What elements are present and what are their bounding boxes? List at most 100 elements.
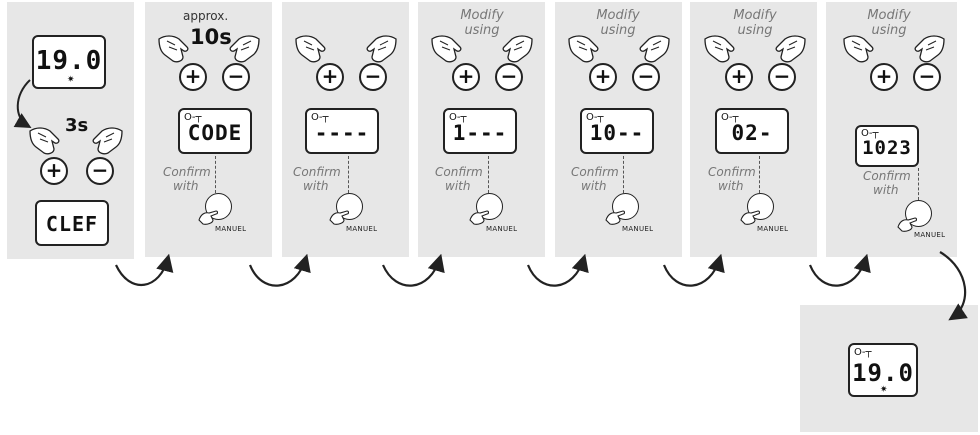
minus-button[interactable]: − [86,157,114,185]
hold-time-label: 10s [190,25,232,49]
approx-label: approx. [183,9,229,23]
key-icon: O‑┬ [854,347,872,358]
minus-button[interactable]: − [632,63,660,91]
plus-button[interactable]: + [870,63,898,91]
dashed-connector [215,156,216,193]
modify-caption-line2: using [464,23,500,38]
lcd-value: 1023 [862,137,912,159]
lcd-display-step6: O‑┬ 02- [715,108,789,154]
lcd-display-step2: O‑┬ CODE [178,108,252,154]
lcd-value: 1--- [452,121,508,145]
modify-caption: Modify using [447,8,517,38]
plus-button[interactable]: + [725,63,753,91]
plus-button[interactable]: + [179,63,207,91]
confirm-label-line1: Confirm [571,165,619,179]
manuel-label: MANUEL [486,225,518,233]
confirm-label: Confirm with [708,165,756,193]
pointing-hand-icon [843,35,874,63]
lcd-display-step3: O‑┬ ---- [305,108,379,154]
pointing-hand-icon [198,210,219,225]
pointing-hand-icon [914,35,945,63]
lcd-value: 19.0 [35,46,103,76]
star-icon: ✷ [67,75,75,85]
pointing-hand-icon [29,127,60,155]
confirm-label-line1: Confirm [163,165,211,179]
plus-button[interactable]: + [589,63,617,91]
dashed-connector [918,168,919,200]
lcd-value: CLEF [45,212,99,236]
pointing-hand-icon [431,35,462,63]
curved-arrow-icon [662,253,725,287]
confirm-label: Confirm with [293,165,341,193]
modify-caption-line1: Modify [733,8,777,23]
lcd-value: 19.0 [852,359,914,387]
lcd-value: 02- [731,121,773,145]
plus-button[interactable]: + [316,63,344,91]
confirm-label-line2: with [445,179,471,193]
minus-button[interactable]: − [222,63,250,91]
confirm-label-line2: with [718,179,744,193]
pointing-hand-icon [469,210,490,225]
hold-time-label: 3s [65,115,89,136]
confirm-label: Confirm with [163,165,211,193]
dashed-connector [348,156,349,193]
pointing-hand-icon [502,35,533,63]
minus-button[interactable]: − [495,63,523,91]
pointing-hand-icon [295,35,326,63]
modify-caption-line1: Modify [460,8,504,23]
confirm-label: Confirm with [571,165,619,193]
lcd-display-step1-result: CLEF [35,200,109,246]
modify-caption-line2: using [600,23,636,38]
curved-arrow-icon [808,253,871,287]
pointing-hand-icon [329,210,350,225]
pointing-hand-icon [775,35,806,63]
manuel-label: MANUEL [914,231,946,239]
modify-caption: Modify using [854,8,924,38]
plus-button[interactable]: + [452,63,480,91]
key-icon: O‑┬ [184,112,202,123]
key-icon: O‑┬ [721,112,739,123]
modify-caption: Modify using [720,8,790,38]
confirm-label-line1: Confirm [435,165,483,179]
pointing-hand-icon [568,35,599,63]
lcd-display-final: O‑┬ 19.0 ✷ [848,343,918,397]
dashed-connector [623,156,624,193]
minus-button[interactable]: − [359,63,387,91]
minus-button[interactable]: − [768,63,796,91]
modify-caption-line2: using [737,23,773,38]
star-icon: ✷ [880,385,888,395]
minus-button[interactable]: − [913,63,941,91]
confirm-label: Confirm with [435,165,483,193]
lcd-display-step1: 19.0 ✷ [32,35,106,89]
modify-caption-line2: using [871,23,907,38]
pointing-hand-icon [704,35,735,63]
pointing-hand-icon [639,35,670,63]
confirm-label-line1: Confirm [293,165,341,179]
modify-caption: Modify using [583,8,653,38]
manuel-label: MANUEL [622,225,654,233]
arrow-display-to-buttons [13,79,32,128]
dashed-connector [759,156,760,193]
modify-caption-line1: Modify [867,8,911,23]
key-icon: O‑┬ [586,112,604,123]
confirm-label: Confirm with [863,169,911,197]
confirm-label-line2: with [873,183,899,197]
pointing-hand-icon [366,35,397,63]
dashed-connector [488,156,489,193]
curved-arrow-icon [939,251,968,321]
key-icon: O‑┬ [311,112,329,123]
lcd-display-step5: O‑┬ 10-- [580,108,654,154]
lcd-display-step4: O‑┬ 1--- [443,108,517,154]
confirm-label-line2: with [303,179,329,193]
confirm-label-line1: Confirm [863,169,911,183]
confirm-label-line2: with [173,179,199,193]
pointing-hand-icon [605,210,626,225]
pointing-hand-icon [92,127,123,155]
curved-arrow-icon [381,253,445,287]
manuel-label: MANUEL [346,225,378,233]
curved-arrow-icon [115,253,174,286]
plus-button[interactable]: + [40,157,68,185]
pointing-hand-icon [158,35,189,63]
manuel-label: MANUEL [757,225,789,233]
